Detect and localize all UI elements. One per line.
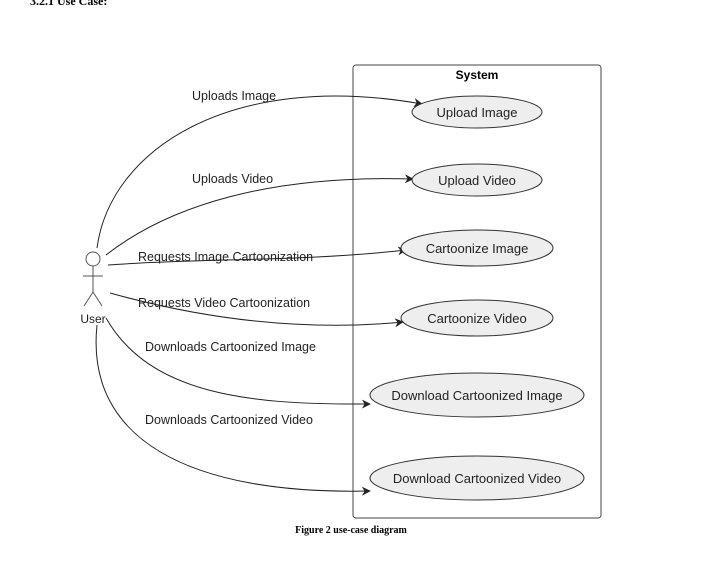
association-line-downloads-cartoonized-video xyxy=(95,324,371,496)
association-label-requests-video-cartoonization: Requests Video Cartoonization xyxy=(138,296,310,310)
association-label-requests-image-cartoonization: Requests Image Cartoonization xyxy=(138,250,313,264)
use-case-download-cartoonized-image xyxy=(369,372,585,418)
use-case-label-cartoonize-image: Cartoonize Image xyxy=(426,241,529,256)
actor-head xyxy=(85,251,101,267)
use-case-label-download-cartoonized-image: Download Cartoonized Image xyxy=(391,388,562,403)
use-case-label-upload-video: Upload Video xyxy=(438,173,516,188)
system-boundary xyxy=(352,64,602,519)
association-line-requests-image-cartoonization xyxy=(107,246,407,266)
use-case-label-download-cartoonized-video: Download Cartoonized Video xyxy=(393,471,561,486)
use-case-cartoonize-video xyxy=(400,299,554,337)
use-case-ellipses xyxy=(369,95,585,501)
use-case-upload-video xyxy=(411,163,543,197)
association-line-requests-video-cartoonization xyxy=(109,292,404,328)
actor-right-leg xyxy=(92,291,103,307)
association-label-uploads-image: Uploads Image xyxy=(192,89,276,103)
actor-user xyxy=(83,251,103,307)
use-case-label-cartoonize-video: Cartoonize Video xyxy=(427,311,527,326)
use-case-label-upload-image: Upload Image xyxy=(437,105,518,120)
association-label-uploads-video: Uploads Video xyxy=(192,172,273,186)
actor-label: User xyxy=(80,312,105,326)
association-lines xyxy=(95,95,423,496)
figure-caption: Figure 2 use-case diagram xyxy=(295,525,407,536)
system-title: System xyxy=(456,68,499,82)
actor-left-leg xyxy=(83,291,94,307)
association-label-downloads-cartoonized-video: Downloads Cartoonized Video xyxy=(145,413,313,427)
use-case-upload-image xyxy=(411,95,543,129)
association-line-uploads-image xyxy=(96,95,423,249)
section-heading: 3.2.1 Use Case: xyxy=(30,0,108,8)
use-case-cartoonize-image xyxy=(400,229,554,267)
association-line-downloads-cartoonized-image xyxy=(105,317,371,409)
association-label-downloads-cartoonized-image: Downloads Cartoonized Image xyxy=(145,340,316,354)
association-line-uploads-video xyxy=(105,174,414,256)
use-case-download-cartoonized-video xyxy=(369,455,585,501)
